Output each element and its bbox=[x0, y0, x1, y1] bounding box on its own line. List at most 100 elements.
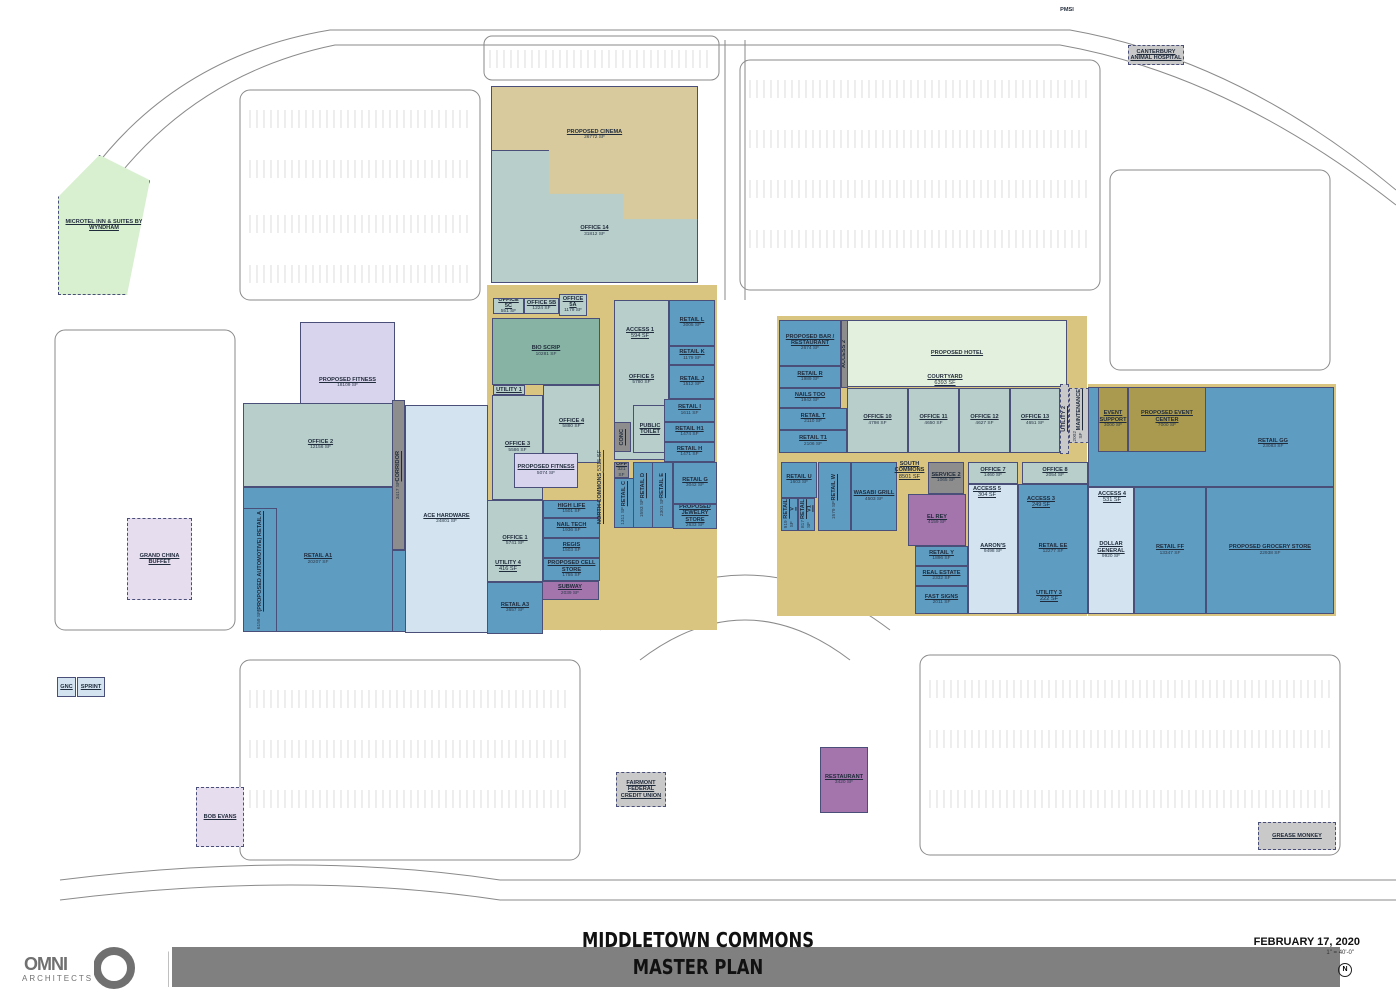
tenant-area: 1611 SF bbox=[680, 410, 699, 416]
tenant-area: 6159 SF bbox=[257, 611, 262, 630]
tenant-fairmont[interactable]: FAIRMONT FEDERAL CREDIT UNION bbox=[616, 772, 666, 807]
south-road bbox=[59, 864, 1396, 881]
tenant-area: 3000 SF bbox=[1103, 422, 1123, 428]
tenant-name: OFFICE 3 bbox=[504, 441, 531, 448]
tenant-name: MICROTEL INN & SUITES BY WYNDHAM bbox=[65, 218, 143, 231]
tenant-name: AARON'S bbox=[980, 542, 1006, 549]
south-road-inner bbox=[59, 884, 1396, 901]
tenant-toilet[interactable]: PUBLIC TOILET bbox=[633, 405, 667, 453]
tenant-area: 1471 SF bbox=[680, 452, 699, 458]
tenant-canterbury[interactable]: CANTERBURY ANIMAL HOSPITAL bbox=[1128, 45, 1184, 65]
tenant-name: RETAIL I bbox=[678, 404, 701, 411]
tenant-area: 1512 SF bbox=[682, 382, 702, 388]
tenant-bobevans[interactable]: BOB EVANS bbox=[196, 787, 244, 847]
tenant-area: 2332 SF bbox=[932, 576, 951, 582]
tenant-area: 551 SF bbox=[500, 309, 517, 314]
tenant-utility2[interactable]: UTILITY 2 bbox=[1060, 384, 1069, 454]
tenant-area: 1896 SF bbox=[932, 556, 951, 562]
tenant-sprint[interactable]: SPRINT bbox=[77, 677, 105, 697]
tenant-name: RETAIL K bbox=[679, 349, 705, 356]
tenant-hotel[interactable]: PROPOSED HOTEL bbox=[847, 320, 1067, 387]
tenant-area: 5741 SF bbox=[505, 541, 525, 547]
tenant-area: 1311 SF bbox=[621, 506, 626, 525]
arc-drive-inner bbox=[639, 619, 851, 661]
tenant-area: 3005 SF bbox=[682, 323, 702, 329]
tenant-area: 1603 SF bbox=[789, 480, 809, 486]
tenant-gnc[interactable]: GNC bbox=[57, 677, 76, 697]
tenant-name: OFFICE 7 bbox=[980, 466, 1006, 473]
tenant-area: 13347 SF bbox=[1159, 550, 1181, 556]
tenant-grease[interactable]: GREASE MONKEY bbox=[1258, 822, 1336, 850]
tenant-conc[interactable]: CONC bbox=[614, 422, 631, 452]
tenant-grandchina[interactable]: GRAND CHINA BUFFET bbox=[127, 518, 192, 600]
omni-architects-logo: OMNI ARCHITECTS bbox=[22, 947, 172, 989]
tenant-area: 1593 SF bbox=[640, 498, 645, 517]
tenant-name: GREASE MONKEY bbox=[1272, 832, 1322, 839]
tenant-name: PROPOSED HOTEL bbox=[930, 350, 984, 357]
tenant-area: 4159 SF bbox=[927, 520, 947, 526]
tenant-utility1[interactable]: UTILITY 1 bbox=[493, 385, 525, 395]
tenant-area: 3420 SF bbox=[834, 780, 854, 786]
tenant-area: 5880 SF bbox=[562, 424, 581, 430]
